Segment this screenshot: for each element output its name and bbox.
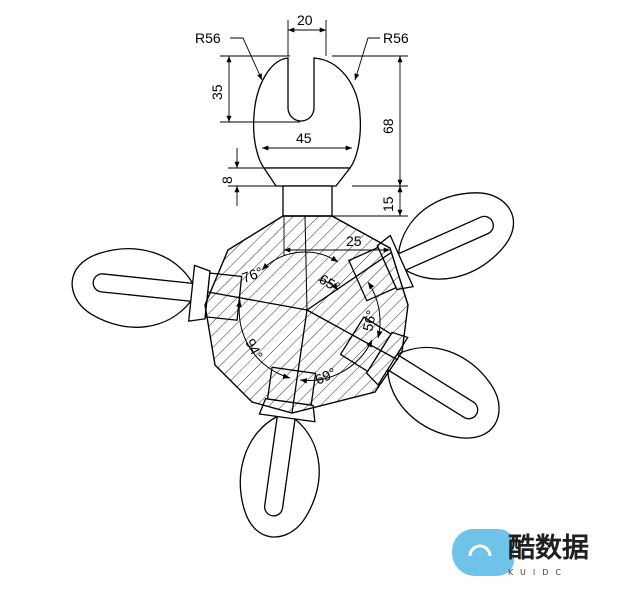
dim-head-height: 68: [380, 118, 396, 134]
dim-slot-depth: 35: [209, 84, 225, 100]
center-body: [204, 215, 409, 414]
dim-r56-left: R56: [195, 30, 221, 46]
dim-head-width: 45: [296, 130, 312, 146]
dim-jaw-width: 20: [297, 12, 313, 28]
watermark-logo: 酷数据 KUIDC: [452, 529, 589, 577]
dim-r56-right: R56: [383, 30, 409, 46]
dim-neck-height: 8: [219, 176, 235, 184]
wrench-head-top: [252, 57, 362, 217]
watermark-brand-en: KUIDC: [508, 568, 568, 577]
angle-56: 56°: [359, 309, 379, 333]
dimension-texts: R56 R56 20 35 45 8 68 15 25: [195, 12, 409, 249]
angle-76: 76°: [240, 264, 265, 286]
dim-shank-height: 15: [380, 196, 396, 212]
brand-icon: [452, 529, 514, 576]
dimension-lines: [220, 20, 408, 256]
dim-offset: 25: [346, 233, 362, 249]
watermark-brand-cn: 酷数据: [508, 533, 589, 564]
